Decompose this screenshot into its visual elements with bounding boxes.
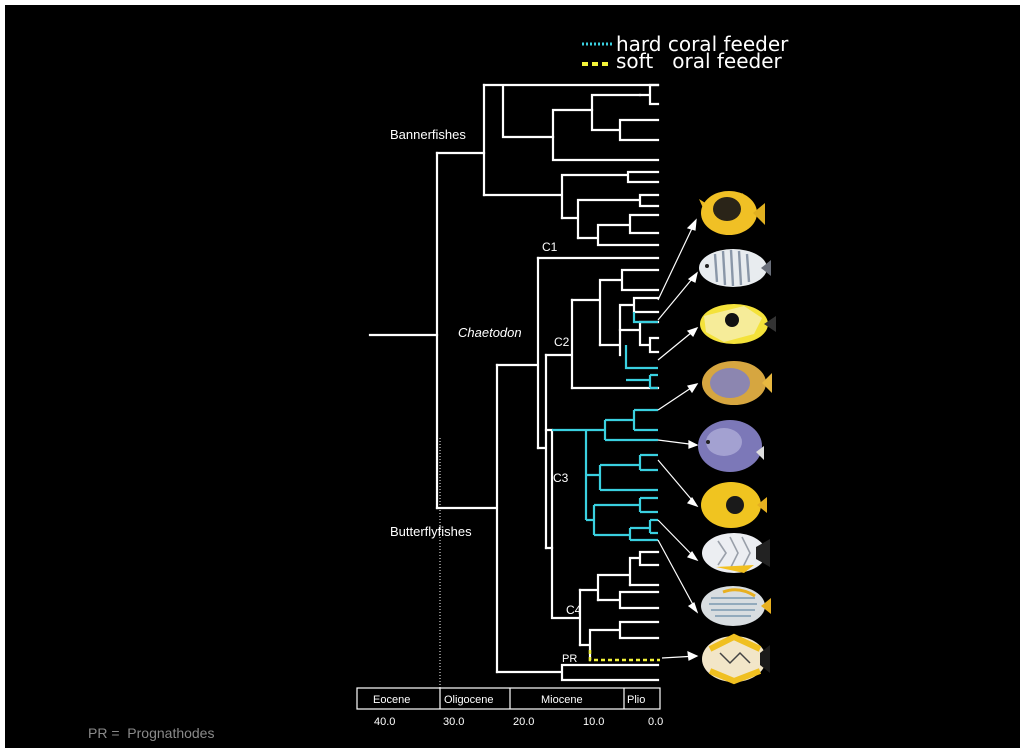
striped-white-butterflyfish-icon (699, 249, 771, 287)
legend-soft-label: soft oral feeder (616, 49, 783, 73)
blue-purple-butterflyfish-icon (698, 420, 764, 472)
slide: hard coral feeder soft oral feeder (5, 5, 1020, 748)
footnote: PR = Prognathodes (88, 725, 214, 741)
yellow-eyespot-butterflyfish-icon (700, 304, 776, 344)
tick-10: 10.0 (583, 716, 604, 728)
chaetodon-label: Chaetodon (458, 325, 522, 340)
bannerfishes-label: Bannerfishes (390, 127, 466, 142)
epoch-eocene: Eocene (373, 694, 410, 706)
tick-30: 30.0 (443, 716, 464, 728)
white-chevron-butterflyfish-icon (702, 533, 770, 573)
tick-40: 40.0 (374, 716, 395, 728)
pale-striped-butterflyfish-icon (701, 586, 771, 626)
c4-label: C4 (566, 603, 582, 617)
tick-20: 20.0 (513, 716, 534, 728)
pr-label: PR (562, 653, 577, 665)
timescale: Eocene Oligocene Miocene Plio 40.0 30.0 … (357, 688, 663, 728)
c3-label: C3 (553, 471, 569, 485)
c1-label: C1 (542, 240, 558, 254)
purple-yellow-butterflyfish-icon (702, 361, 772, 405)
tick-0: 0.0 (648, 716, 663, 728)
arrows (658, 220, 697, 660)
chevron-yellow-butterflyfish-icon (702, 636, 770, 682)
butterflyfishes-label: Butterflyfishes (390, 524, 472, 539)
yellow-black-spot-butterflyfish-icon (701, 482, 767, 528)
epoch-miocene: Miocene (541, 694, 583, 706)
epoch-plio: Plio (627, 694, 645, 706)
yellow-black-butterflyfish-icon (699, 191, 765, 235)
legend: hard coral feeder soft oral feeder (582, 32, 789, 73)
fish-images (698, 191, 776, 682)
phylogeny-figure: hard coral feeder soft oral feeder (5, 5, 1020, 748)
c2-label: C2 (554, 335, 570, 349)
phylogenetic-tree (370, 85, 658, 680)
epoch-oligocene: Oligocene (444, 694, 494, 706)
soft-coral-branch (590, 650, 660, 660)
